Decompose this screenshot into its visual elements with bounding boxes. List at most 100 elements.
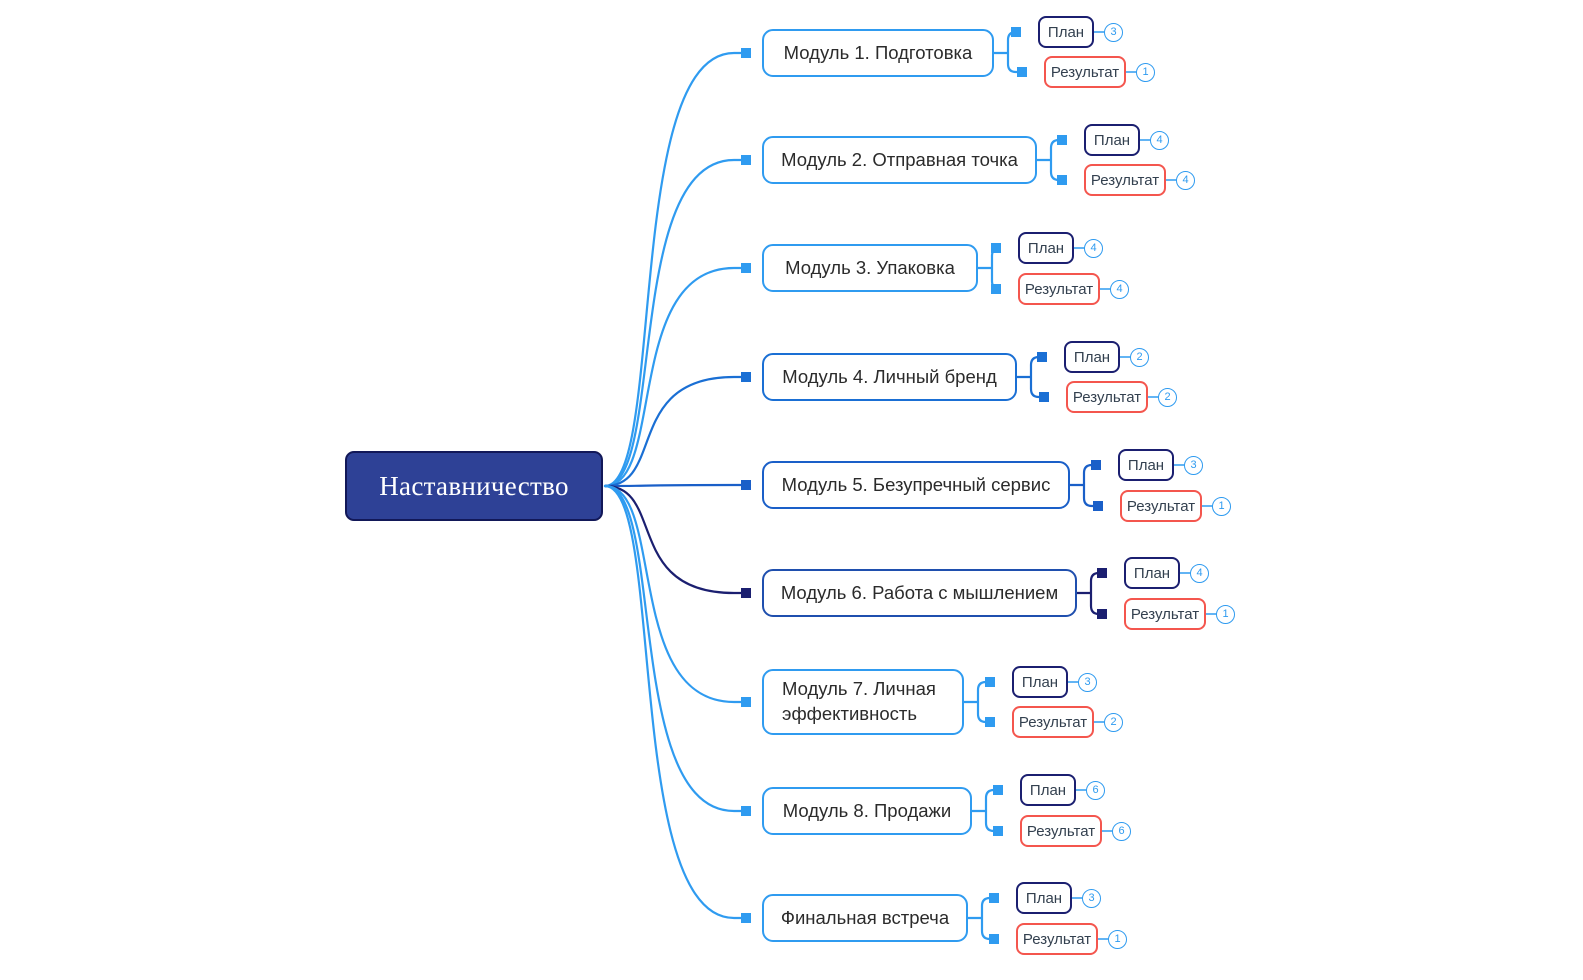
plan-count-badge: 2	[1130, 347, 1149, 367]
plan-node-label: План	[1047, 23, 1085, 41]
module-node-4[interactable]: Модуль 4. Личный бренд	[762, 353, 1017, 401]
plan-count-badge: 3	[1104, 22, 1123, 42]
plan-node-4[interactable]: План	[1064, 341, 1120, 373]
branch-connector-square	[741, 697, 751, 707]
leaf-connector-square	[1039, 392, 1049, 402]
plan-node-label: План	[1127, 456, 1165, 474]
result-count-badge: 1	[1212, 496, 1231, 516]
result-node-label: Результат	[1130, 605, 1200, 623]
module-node-label: Модуль 5. Безупречный сервис	[781, 473, 1051, 495]
module-node-5[interactable]: Модуль 5. Безупречный сервис	[762, 461, 1070, 509]
plan-count-badge: 3	[1082, 888, 1101, 908]
plan-count-badge: 3	[1184, 455, 1203, 475]
branch-connector-square	[741, 263, 751, 273]
leaf-connector-square	[989, 934, 999, 944]
result-node-5[interactable]: Результат	[1120, 490, 1202, 522]
leaf-connector-square	[991, 243, 1001, 253]
leaf-connector-square	[1057, 175, 1067, 185]
result-count-badge: 2	[1104, 712, 1123, 732]
result-count-badge: 1	[1216, 604, 1235, 624]
result-node-7[interactable]: Результат	[1012, 706, 1094, 738]
module-node-9[interactable]: Финальная встреча	[762, 894, 968, 942]
leaf-connector-square	[1097, 609, 1107, 619]
leaf-connector-square	[1093, 501, 1103, 511]
leaf-connector-square	[1011, 27, 1021, 37]
module-node-label: Модуль 8. Продажи	[782, 799, 952, 821]
module-node-2[interactable]: Модуль 2. Отправная точка	[762, 136, 1037, 184]
branch-connector-square	[741, 806, 751, 816]
result-count-badge: 4	[1110, 279, 1129, 299]
result-count-badge: 2	[1158, 387, 1177, 407]
module-node-3[interactable]: Модуль 3. Упаковка	[762, 244, 978, 292]
result-node-label: Результат	[1090, 171, 1160, 189]
plan-node-2[interactable]: План	[1084, 124, 1140, 156]
module-node-6[interactable]: Модуль 6. Работа с мышлением	[762, 569, 1077, 617]
leaf-connector-square	[1017, 67, 1027, 77]
plan-count-badge: 4	[1190, 563, 1209, 583]
result-node-label: Результат	[1126, 497, 1196, 515]
plan-node-label: План	[1029, 781, 1067, 799]
plan-node-label: План	[1133, 564, 1171, 582]
plan-count-badge: 3	[1078, 672, 1097, 692]
plan-node-8[interactable]: План	[1020, 774, 1076, 806]
plan-node-3[interactable]: План	[1018, 232, 1074, 264]
plan-node-label: План	[1093, 131, 1131, 149]
result-count-badge: 6	[1112, 821, 1131, 841]
branch-connector-square	[741, 913, 751, 923]
plan-count-badge: 6	[1086, 780, 1105, 800]
plan-node-1[interactable]: План	[1038, 16, 1094, 48]
result-node-label: Результат	[1026, 822, 1096, 840]
module-node-label: Модуль 6. Работа с мышлением	[780, 581, 1059, 603]
leaf-connector-square	[993, 826, 1003, 836]
leaf-connector-square	[1037, 352, 1047, 362]
plan-node-label: План	[1025, 889, 1063, 907]
plan-node-9[interactable]: План	[1016, 882, 1072, 914]
result-count-badge: 1	[1136, 62, 1155, 82]
result-node-1[interactable]: Результат	[1044, 56, 1126, 88]
module-node-7[interactable]: Модуль 7. Личная эффективность	[762, 669, 964, 735]
result-node-3[interactable]: Результат	[1018, 273, 1100, 305]
module-node-label: Модуль 1. Подготовка	[783, 41, 973, 63]
result-count-badge: 4	[1176, 170, 1195, 190]
result-node-label: Результат	[1050, 63, 1120, 81]
leaf-connector-square	[985, 677, 995, 687]
result-node-label: Результат	[1022, 930, 1092, 948]
module-node-label: Модуль 7. Личная эффективность	[782, 678, 936, 724]
branch-connector-square	[741, 588, 751, 598]
leaf-connector-square	[1057, 135, 1067, 145]
branch-connector-square	[741, 480, 751, 490]
result-node-4[interactable]: Результат	[1066, 381, 1148, 413]
plan-node-5[interactable]: План	[1118, 449, 1174, 481]
plan-node-label: План	[1073, 348, 1111, 366]
module-node-label: Модуль 4. Личный бренд	[782, 365, 997, 387]
result-node-label: Результат	[1018, 713, 1088, 731]
module-node-8[interactable]: Модуль 8. Продажи	[762, 787, 972, 835]
plan-node-6[interactable]: План	[1124, 557, 1180, 589]
leaf-connector-square	[989, 893, 999, 903]
result-count-badge: 1	[1108, 929, 1127, 949]
module-node-1[interactable]: Модуль 1. Подготовка	[762, 29, 994, 77]
root-node[interactable]: Наставничество	[345, 451, 603, 521]
module-node-label: Финальная встреча	[780, 906, 950, 928]
plan-node-label: План	[1021, 673, 1059, 691]
result-node-label: Результат	[1072, 388, 1142, 406]
leaf-connector-square	[991, 284, 1001, 294]
result-node-8[interactable]: Результат	[1020, 815, 1102, 847]
plan-node-7[interactable]: План	[1012, 666, 1068, 698]
leaf-connector-square	[1091, 460, 1101, 470]
leaf-connector-square	[1097, 568, 1107, 578]
plan-count-badge: 4	[1150, 130, 1169, 150]
module-node-label: Модуль 2. Отправная точка	[781, 148, 1018, 170]
result-node-6[interactable]: Результат	[1124, 598, 1206, 630]
result-node-label: Результат	[1024, 280, 1094, 298]
root-node-label: Наставничество	[379, 470, 569, 501]
branch-connector-square	[741, 372, 751, 382]
module-node-label: Модуль 3. Упаковка	[785, 256, 955, 278]
result-node-9[interactable]: Результат	[1016, 923, 1098, 955]
plan-node-label: План	[1027, 239, 1065, 257]
branch-connector-square	[741, 48, 751, 58]
result-node-2[interactable]: Результат	[1084, 164, 1166, 196]
leaf-connector-square	[985, 717, 995, 727]
plan-count-badge: 4	[1084, 238, 1103, 258]
